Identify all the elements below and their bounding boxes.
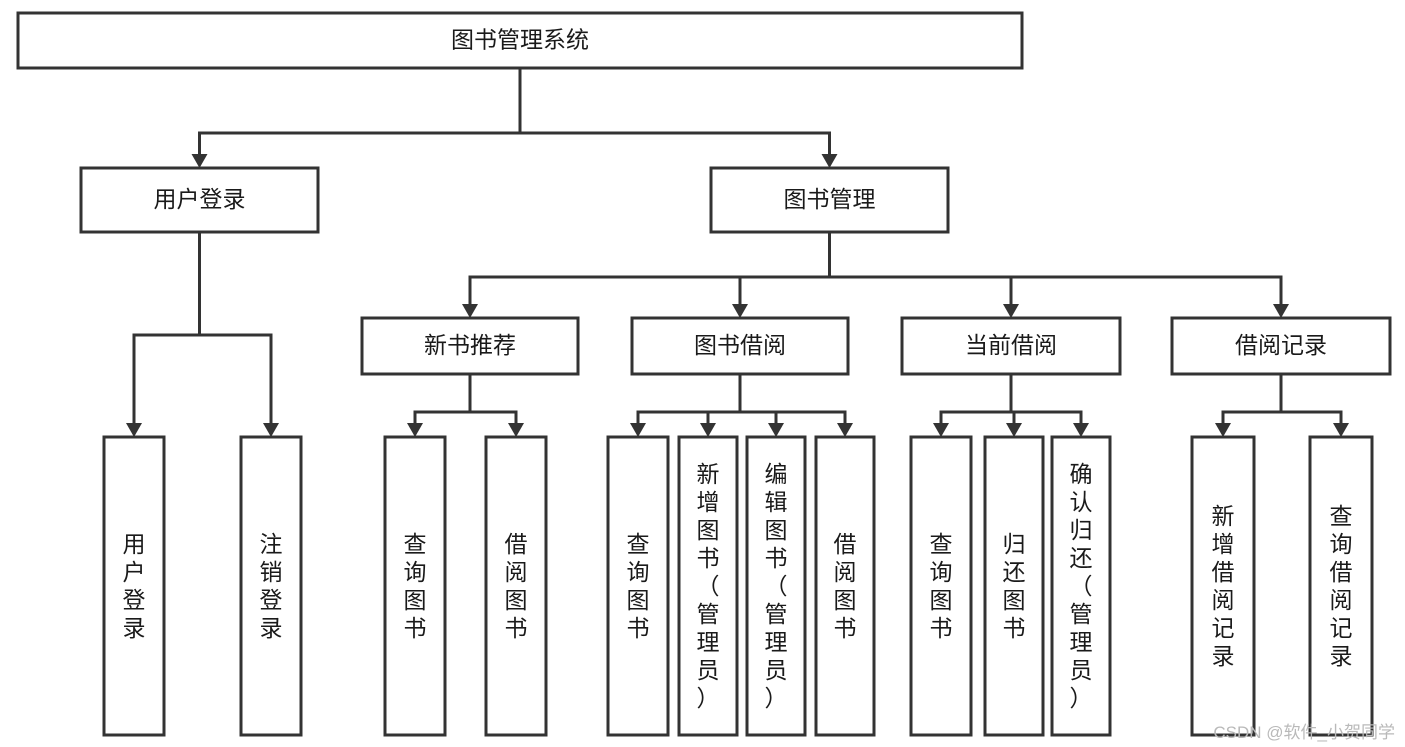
node-label: 查询图书 xyxy=(404,531,427,641)
node-book-borrow[interactable]: 图书借阅 xyxy=(630,316,850,376)
node-box-leaf-user-logout xyxy=(239,435,303,737)
node-user-login[interactable]: 用户登录 xyxy=(79,166,320,234)
arrow-head xyxy=(1333,423,1349,437)
node-label: 新增图书（管理员） xyxy=(697,461,720,711)
node-label: 编辑图书（管理员） xyxy=(765,461,788,711)
arrow-head xyxy=(732,304,748,318)
node-box-root xyxy=(16,11,1024,70)
node-root[interactable]: 图书管理系统 xyxy=(16,11,1024,70)
node-label: 借阅图书 xyxy=(834,531,857,641)
node-box-leaf-borrow-book-2 xyxy=(814,435,876,737)
arrow-head xyxy=(768,423,784,437)
arrow-head xyxy=(126,423,142,437)
node-box-book-management xyxy=(709,166,950,234)
node-label: 新增借阅记录 xyxy=(1212,503,1235,669)
node-box-leaf-query-book-3 xyxy=(909,435,973,737)
node-label: 确认归还（管理员） xyxy=(1070,461,1093,711)
node-label: 查询借阅记录 xyxy=(1330,503,1353,669)
node-box-leaf-query-book-2 xyxy=(606,435,670,737)
node-label: 新书推荐 xyxy=(424,332,516,358)
node-leaf-confirm-return-admin[interactable]: 确认归还（管理员） xyxy=(1050,435,1112,737)
node-leaf-borrow-book-2[interactable]: 借阅图书 xyxy=(814,435,876,737)
node-leaf-add-book-admin[interactable]: 新增图书（管理员） xyxy=(677,435,739,737)
node-book-management[interactable]: 图书管理 xyxy=(709,166,950,234)
arrow-head xyxy=(1006,423,1022,437)
node-leaf-query-book-1[interactable]: 查询图书 xyxy=(383,435,447,737)
node-label: 注销登录 xyxy=(260,531,283,641)
node-box-current-borrow xyxy=(900,316,1122,376)
node-box-leaf-query-book-1 xyxy=(383,435,447,737)
arrow-head xyxy=(1215,423,1231,437)
node-label: 图书管理 xyxy=(784,186,876,212)
node-leaf-user-logout[interactable]: 注销登录 xyxy=(239,435,303,737)
arrow-head xyxy=(837,423,853,437)
node-label: 归还图书 xyxy=(1003,531,1026,641)
node-leaf-query-book-3[interactable]: 查询图书 xyxy=(909,435,973,737)
node-box-leaf-confirm-return-admin xyxy=(1050,435,1112,737)
node-leaf-borrow-book-1[interactable]: 借阅图书 xyxy=(484,435,548,737)
node-box-borrow-record xyxy=(1170,316,1392,376)
arrow-head xyxy=(1003,304,1019,318)
arrow-head xyxy=(821,154,838,168)
csdn-watermark: CSDN @软件_小贺同学 xyxy=(1213,723,1395,742)
arrow-head xyxy=(191,154,208,168)
arrow-head xyxy=(700,423,716,437)
node-label: 查询图书 xyxy=(930,531,953,641)
node-leaf-return-book[interactable]: 归还图书 xyxy=(983,435,1045,737)
node-leaf-query-borrow-record[interactable]: 查询借阅记录 xyxy=(1308,435,1374,737)
arrow-head xyxy=(508,423,524,437)
arrow-head xyxy=(1073,423,1089,437)
nodes-layer: 图书管理系统用户登录图书管理新书推荐图书借阅当前借阅借阅记录用户登录注销登录查询… xyxy=(16,11,1392,737)
node-label: 用户登录 xyxy=(154,186,246,212)
node-leaf-edit-book-admin[interactable]: 编辑图书（管理员） xyxy=(745,435,807,737)
node-borrow-record[interactable]: 借阅记录 xyxy=(1170,316,1392,376)
node-box-book-borrow xyxy=(630,316,850,376)
node-box-new-book-recommend xyxy=(360,316,580,376)
node-label: 借阅记录 xyxy=(1235,332,1327,358)
node-box-leaf-return-book xyxy=(983,435,1045,737)
node-leaf-query-book-2[interactable]: 查询图书 xyxy=(606,435,670,737)
node-leaf-add-borrow-record[interactable]: 新增借阅记录 xyxy=(1190,435,1256,737)
node-box-leaf-add-borrow-record xyxy=(1190,435,1256,737)
arrow-head xyxy=(263,423,279,437)
node-label: 借阅图书 xyxy=(505,531,528,641)
node-new-book-recommend[interactable]: 新书推荐 xyxy=(360,316,580,376)
node-label: 图书管理系统 xyxy=(451,27,589,53)
node-box-leaf-edit-book-admin xyxy=(745,435,807,737)
node-leaf-user-login[interactable]: 用户登录 xyxy=(102,435,166,737)
node-box-leaf-query-borrow-record xyxy=(1308,435,1374,737)
node-current-borrow[interactable]: 当前借阅 xyxy=(900,316,1122,376)
arrow-head xyxy=(1273,304,1289,318)
node-box-user-login xyxy=(79,166,320,234)
arrow-head xyxy=(407,423,423,437)
node-box-leaf-borrow-book-1 xyxy=(484,435,548,737)
edges-layer xyxy=(126,66,1349,437)
node-label: 查询图书 xyxy=(627,531,650,641)
node-label: 当前借阅 xyxy=(965,332,1057,358)
arrow-head xyxy=(462,304,478,318)
arrow-head xyxy=(630,423,646,437)
node-box-leaf-user-login xyxy=(102,435,166,737)
arrow-head xyxy=(933,423,949,437)
node-label: 图书借阅 xyxy=(694,332,786,358)
node-box-leaf-add-book-admin xyxy=(677,435,739,737)
node-label: 用户登录 xyxy=(123,531,146,641)
